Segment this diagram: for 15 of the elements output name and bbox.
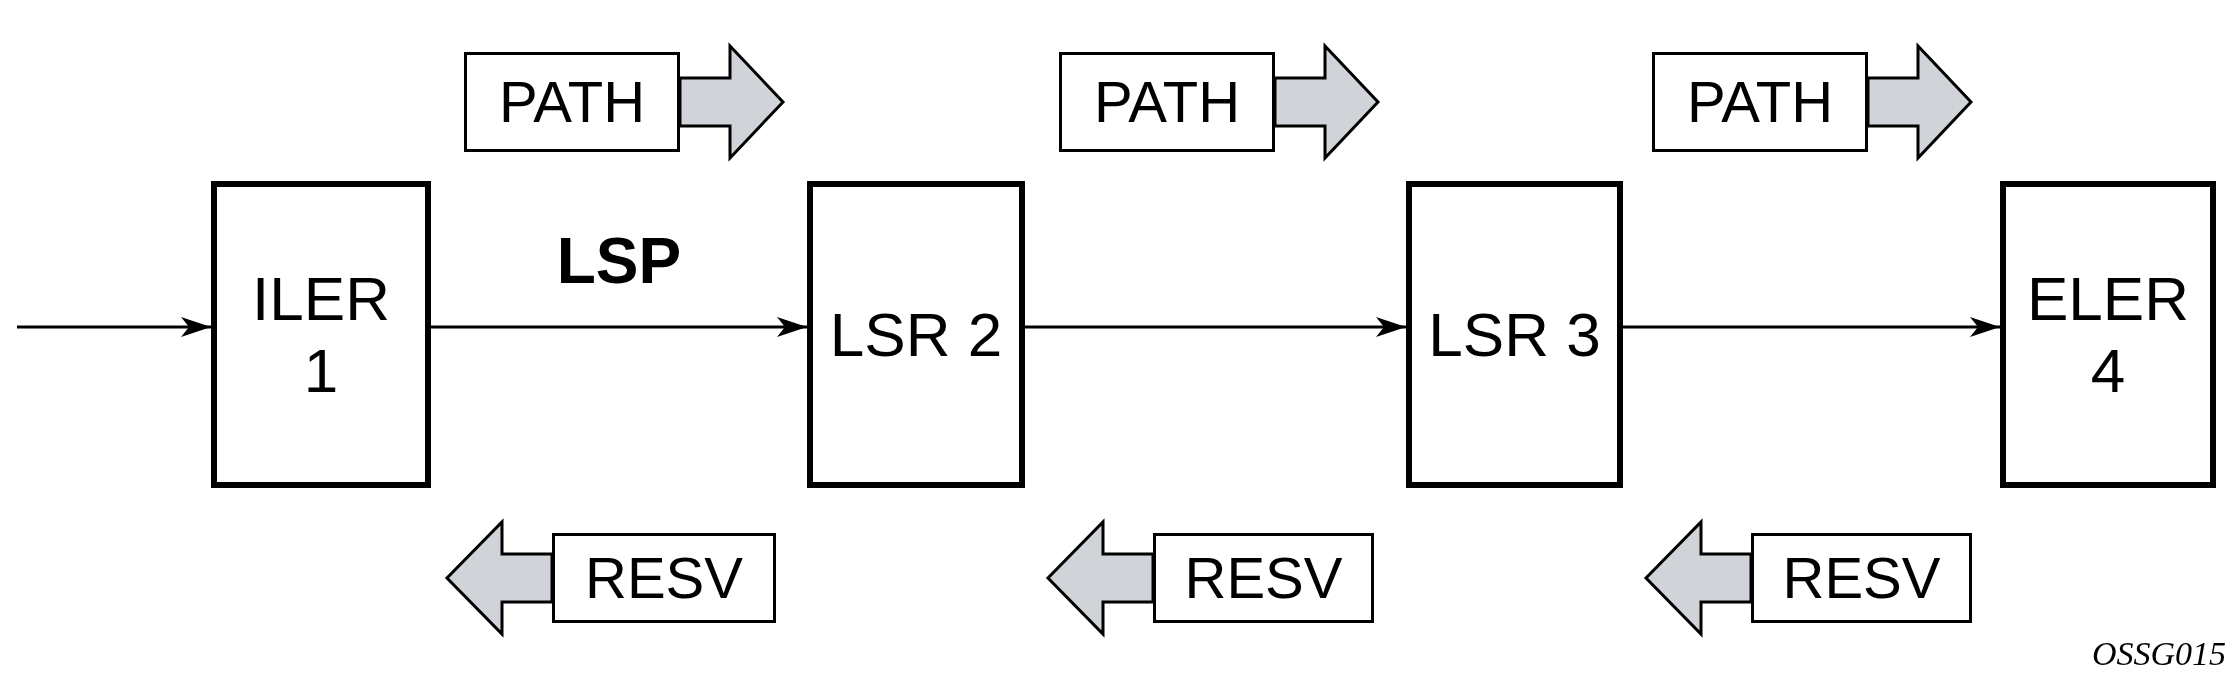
- figure-id: OSSG015: [2091, 634, 2226, 674]
- router-box: LSR 3: [1406, 181, 1623, 488]
- arrow: [431, 317, 807, 337]
- message-box: RESV: [1751, 533, 1972, 623]
- router-box: LSR 2: [807, 181, 1025, 488]
- message-box: RESV: [1153, 533, 1374, 623]
- message-box: RESV: [552, 533, 776, 623]
- message-box: PATH: [1652, 52, 1868, 152]
- arrow: [1025, 317, 1406, 337]
- router-box: ILER 1: [211, 181, 431, 488]
- message-box: PATH: [464, 52, 680, 152]
- arrow: [17, 317, 211, 337]
- router-box: ELER 4: [2000, 181, 2216, 488]
- arrow: [1623, 317, 2000, 337]
- message-box: PATH: [1059, 52, 1275, 152]
